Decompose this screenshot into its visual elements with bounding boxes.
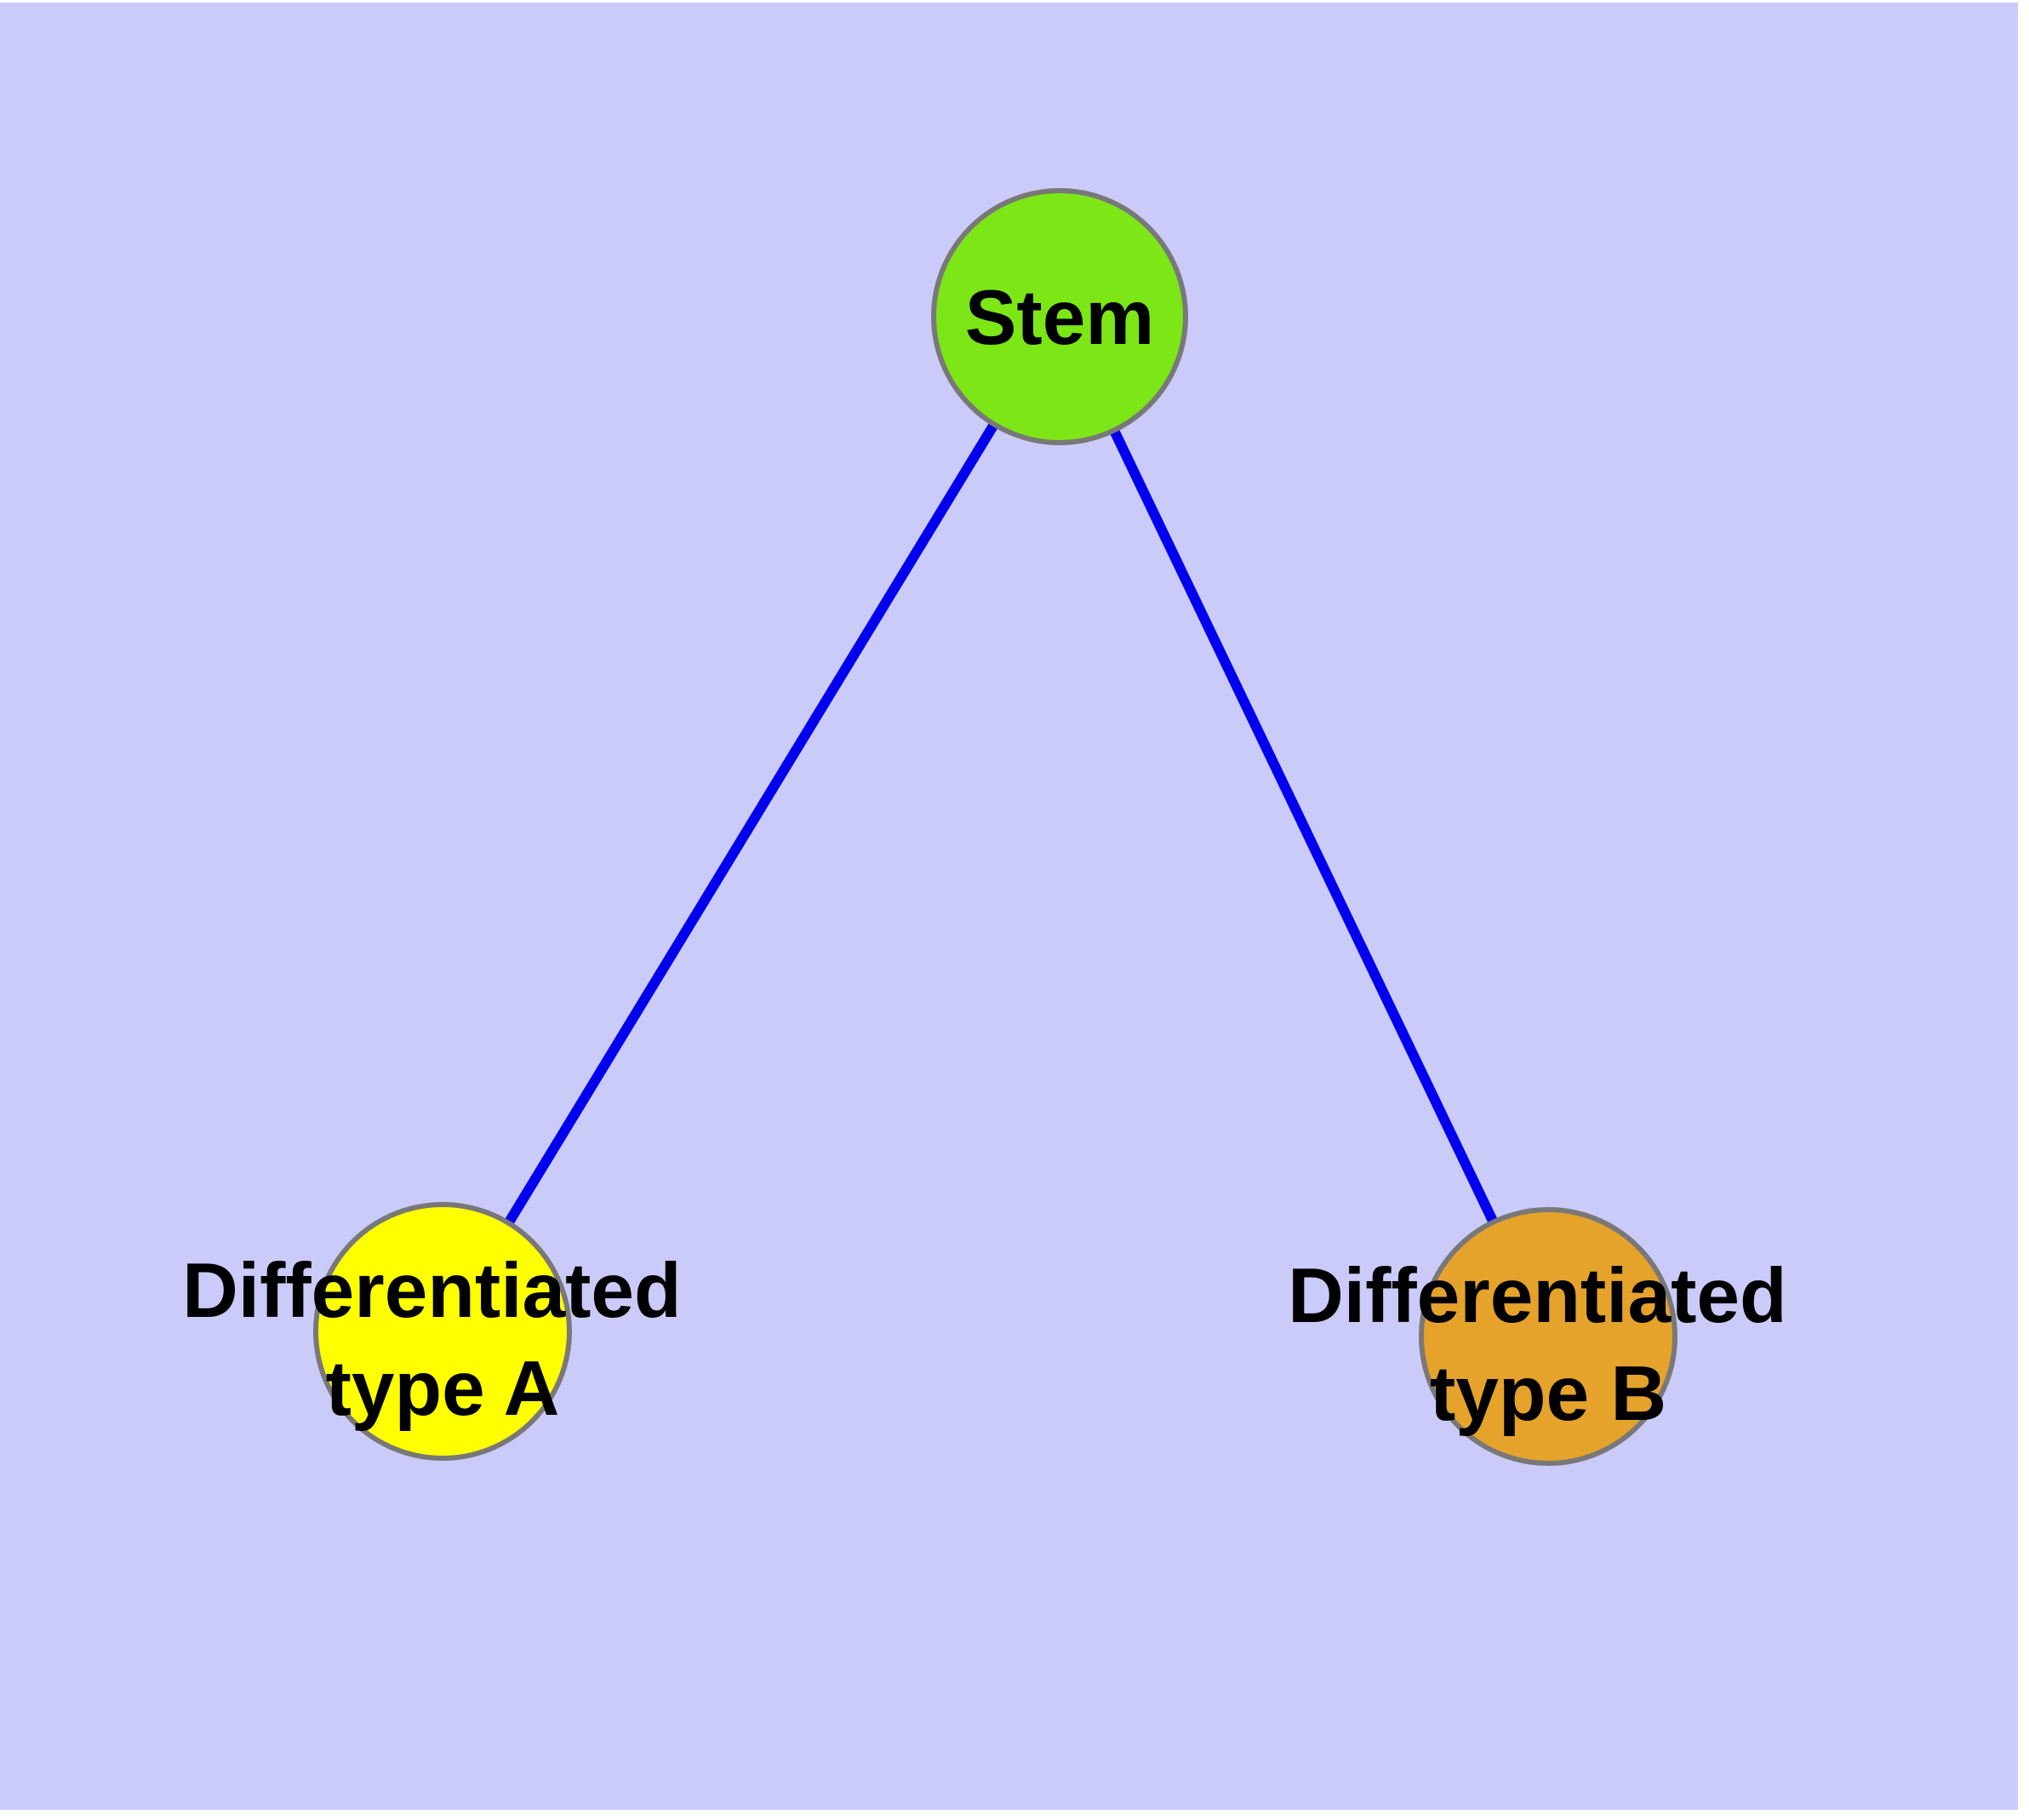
edges-layer	[437, 313, 1553, 1339]
node-type-b-label: Differentiated type B	[1288, 1253, 1809, 1437]
node-type-b-label-line2: type B	[1430, 1351, 1666, 1437]
node-stem-circle	[931, 188, 1188, 445]
nodes-layer	[313, 188, 1677, 1466]
labels-layer: Stem Differentiated type A Differentiate…	[182, 275, 1809, 1437]
node-type-b-circle	[1419, 1207, 1677, 1466]
edge-stem-to-type-a	[437, 313, 1065, 1335]
node-stem-label: Stem	[965, 275, 1155, 361]
node-type-a-label-line2: type A	[326, 1346, 560, 1432]
edge-stem-to-type-b	[1055, 314, 1553, 1339]
node-type-a-circle	[313, 1202, 572, 1461]
node-type-a-label: Differentiated type A	[182, 1248, 703, 1432]
node-type-a-label-line1: Differentiated	[182, 1248, 682, 1334]
node-type-b-label-line1: Differentiated	[1288, 1253, 1787, 1339]
